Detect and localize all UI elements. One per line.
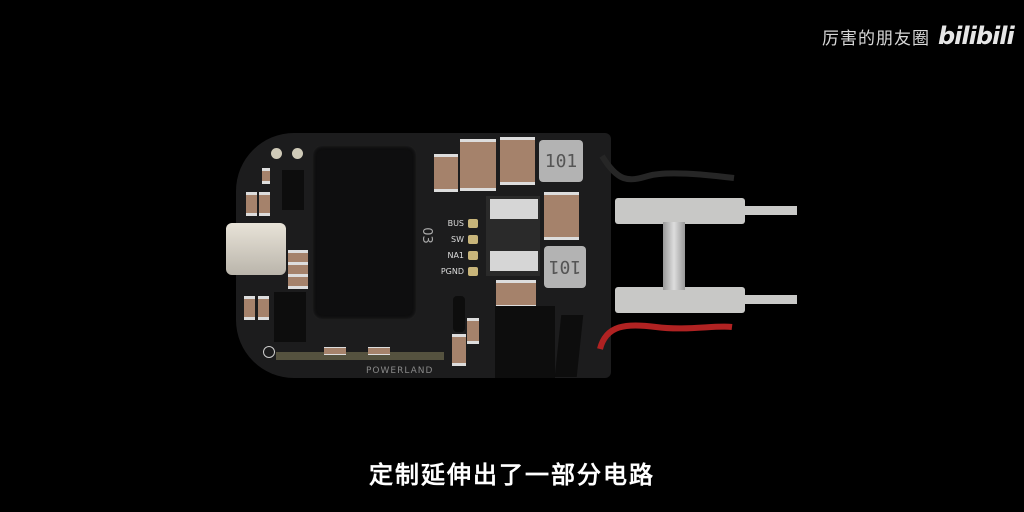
brand-silkscreen: POWERLAND (366, 366, 434, 376)
diode (453, 296, 465, 332)
capacitor (259, 192, 270, 216)
ic-chip (274, 292, 306, 342)
capacitor (500, 137, 535, 185)
prong-rod (663, 222, 685, 290)
capacitor (544, 192, 579, 240)
inductor-101-top: 101 (539, 140, 583, 182)
capacitor (368, 347, 390, 355)
red-wire (596, 315, 736, 355)
pad-round-2 (292, 148, 303, 159)
test-point-sw: SW (428, 235, 478, 244)
capacitor (452, 334, 466, 366)
capacitor (467, 318, 479, 344)
test-point-bus: BUS (428, 219, 478, 228)
rectifier (495, 306, 555, 378)
inductor-101-bottom: 101 (544, 246, 586, 288)
mosfet-pad (490, 251, 538, 271)
watermark: 厉害的朋友圈 bilibili (822, 22, 1015, 50)
subtitle: 定制延伸出了一部分电路 (369, 461, 655, 489)
capacitor (288, 274, 308, 289)
capacitor (244, 296, 255, 320)
prong-pin-bottom (745, 295, 797, 304)
usb-c-port (226, 223, 286, 275)
test-points: BUS SW NA1 PGND (428, 219, 478, 276)
black-wire (598, 152, 738, 192)
test-pad (468, 219, 478, 228)
test-point-pgnd: PGND (428, 267, 478, 276)
bilibili-logo: bilibili (938, 22, 1015, 50)
capacitor (460, 139, 496, 191)
test-pad (468, 267, 478, 276)
pad-round-1 (271, 148, 282, 159)
ic-chip (282, 170, 304, 210)
ground-symbol-icon (263, 346, 275, 358)
capacitor (262, 168, 270, 184)
mosfet-pad (490, 199, 538, 219)
prong-pin-top (745, 206, 797, 215)
capacitor (246, 192, 257, 216)
extension-strip (276, 352, 444, 360)
test-pad (468, 251, 478, 260)
prong-bracket-bottom (615, 287, 745, 313)
prong-bracket-top (615, 198, 745, 224)
capacitor (496, 280, 536, 308)
capacitor (324, 347, 346, 355)
capacitor (434, 154, 458, 192)
test-pad (468, 235, 478, 244)
channel-name: 厉害的朋友圈 (822, 28, 930, 49)
test-point-na1: NA1 (428, 251, 478, 260)
transformer (312, 145, 417, 320)
capacitor (258, 296, 269, 320)
